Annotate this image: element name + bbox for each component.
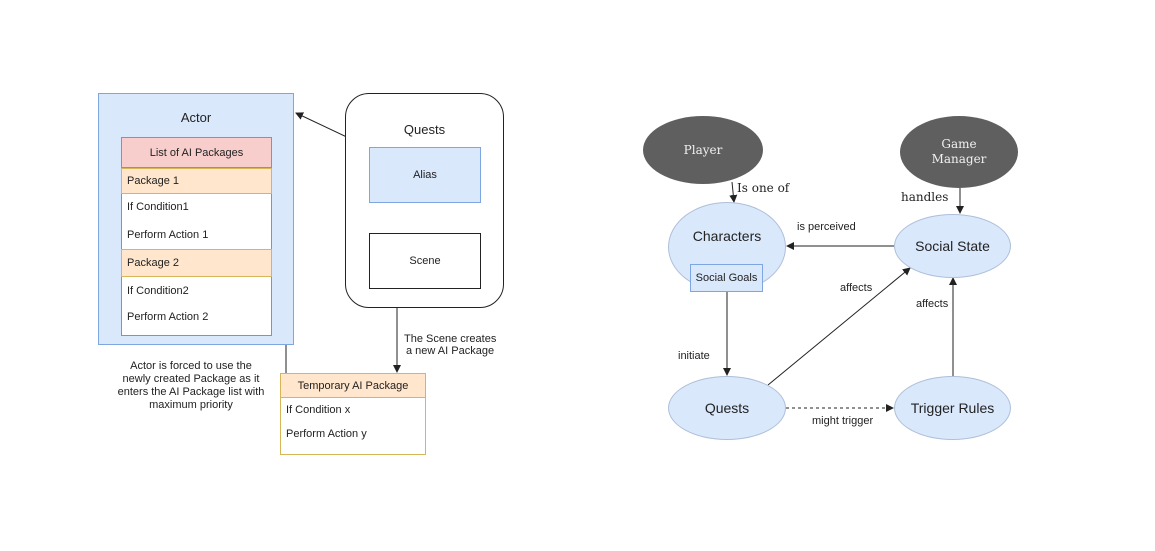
edge-label-might-trigger: might trigger [812, 415, 874, 427]
package-2-condition: If Condition2 [122, 278, 271, 303]
trigger-rules-node: Trigger Rules [894, 376, 1011, 440]
game-manager-node: Game Manager [900, 116, 1018, 188]
ai-package-list-header: List of AI Packages [121, 137, 272, 168]
actor-caption: Actor is forced to use the newly created… [96, 360, 286, 412]
package-1-header: Package 1 [121, 168, 272, 194]
edge-label-initiate: initiate [678, 350, 710, 362]
quests-title: Quests [403, 121, 446, 137]
package-1-action: Perform Action 1 [122, 222, 271, 247]
characters-label: Characters [692, 228, 762, 244]
edge-label-affects-quests: affects [840, 282, 873, 294]
quests-to-social-state-edge [767, 267, 911, 386]
edge-label-is-perceived: is perceived [797, 221, 856, 233]
social-goals-box: Social Goals [690, 264, 763, 292]
social-state-node: Social State [894, 214, 1011, 278]
actor-caption-line-2: newly created Package as it [122, 373, 260, 385]
scene-note-line-1: The Scene creates [404, 333, 497, 345]
quests-node: Quests [668, 376, 786, 440]
edge-label-affects-trigger: affects [916, 298, 949, 310]
package-2-action: Perform Action 2 [122, 304, 271, 329]
actor-caption-line-1: Actor is forced to use the [130, 360, 252, 372]
edge-label-handles: handles [901, 190, 949, 204]
package-2-header: Package 2 [121, 249, 272, 277]
player-to-characters-edge [729, 181, 738, 203]
game-manager-line-1: Game [941, 137, 977, 151]
player-node: Player [643, 116, 763, 184]
actor-caption-line-4: maximum priority [149, 399, 233, 411]
scene-note-line-2: a new AI Package [406, 345, 495, 357]
temporary-package-header: Temporary AI Package [280, 373, 426, 398]
actor-caption-line-3: enters the AI Package list with [117, 386, 265, 398]
edge-label-is-one-of: Is one of [737, 181, 790, 195]
actor-title: Actor [180, 109, 212, 125]
package-1-condition: If Condition1 [122, 195, 271, 219]
game-manager-line-2: Manager [931, 152, 987, 166]
scene-note: The Scene creates a new AI Package [404, 333, 524, 357]
temporary-package-action: Perform Action y [281, 423, 425, 445]
temporary-package-condition: If Condition x [281, 399, 425, 421]
alias-box: Alias [369, 147, 481, 203]
scene-box: Scene [369, 233, 481, 289]
